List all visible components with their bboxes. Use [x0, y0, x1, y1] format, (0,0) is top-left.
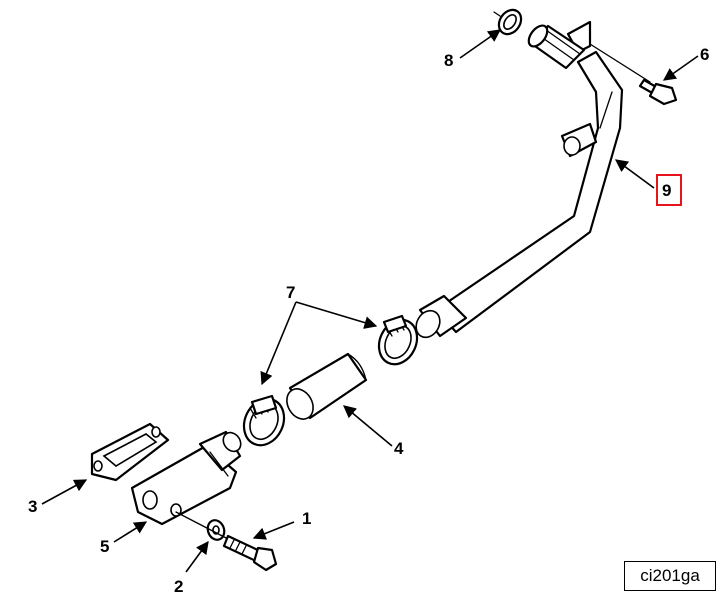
part-9-pipe	[415, 20, 624, 339]
part-3-gasket-plate	[90, 422, 170, 482]
callout-5: 5	[100, 537, 109, 556]
callout-4: 4	[394, 439, 404, 458]
callout-6: 6	[700, 45, 709, 64]
part-1-bolt	[175, 511, 278, 572]
highlight-box	[656, 174, 682, 206]
part-5-outlet-housing	[130, 430, 242, 526]
callout-3: 3	[28, 497, 37, 516]
callout-2: 2	[174, 577, 183, 596]
callout-9-highlight: 9	[656, 174, 682, 206]
part-7-upper-clamp	[377, 314, 419, 366]
callout-8: 8	[444, 51, 453, 70]
part-6-bolt	[589, 43, 678, 106]
part-8-gasket-ring	[493, 8, 523, 36]
leader-lines	[41, 29, 699, 573]
callout-9: 9	[662, 181, 671, 200]
figure-code-label: ci201ga	[624, 561, 716, 591]
callout-7: 7	[286, 283, 295, 302]
figure-code-text: ci201ga	[640, 566, 700, 585]
part-2-washer	[206, 519, 226, 541]
callout-1: 1	[302, 509, 311, 528]
part-7-lower-clamp	[242, 394, 286, 447]
part-4-hose	[286, 352, 368, 420]
